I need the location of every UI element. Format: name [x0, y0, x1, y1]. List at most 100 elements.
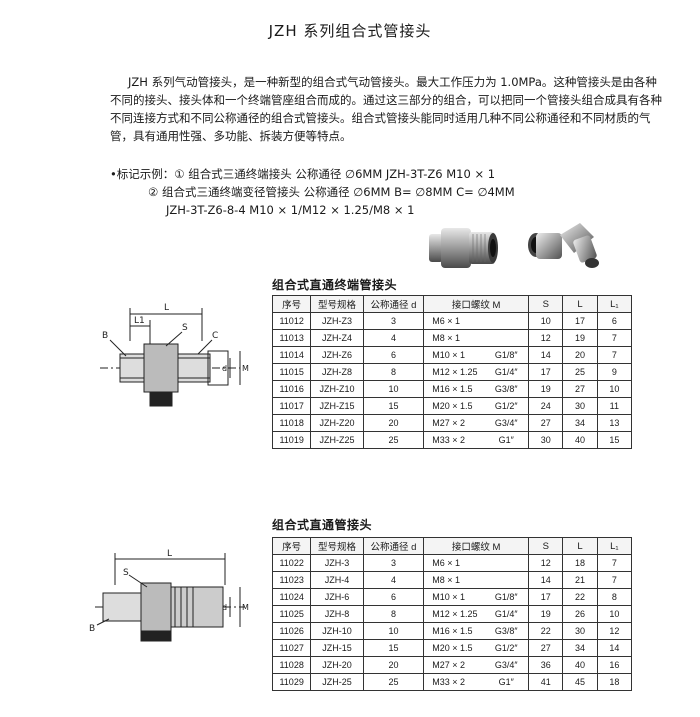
- dim-L1-label: L1: [134, 316, 145, 326]
- table-cell: 18: [596, 673, 633, 691]
- elbow-fitting-photo: [528, 223, 599, 268]
- intro-paragraph: JZH 系列气动管接头，是一种新型的组合式气动管接头。最大工作压力为 1.0MP…: [110, 73, 662, 145]
- table-cell: JZH-Z8: [310, 363, 364, 381]
- table-cell: G3/8″: [484, 622, 530, 640]
- table-cell: JZH-6: [310, 588, 364, 606]
- straight-end-fitting-drawing: L L1 B S C d M: [100, 303, 249, 407]
- table-cell: 27: [528, 414, 564, 432]
- table-cell: G3/4″: [484, 414, 530, 432]
- table-cell: 19: [528, 605, 564, 623]
- table-cell: 19: [528, 380, 564, 398]
- table-cell: 20: [362, 414, 425, 432]
- table-cell: 11027: [271, 639, 312, 657]
- table-cell: 30: [528, 431, 564, 449]
- table-cell: JZH-20: [310, 656, 364, 674]
- example-line: JZH-3T-Z6-8-4 M10 × 1/M12 × 1.25/M8 × 1: [166, 203, 415, 217]
- table-cell: 6: [362, 346, 425, 364]
- table-cell: M6 × 1: [423, 312, 485, 330]
- table-cell: JZH-Z20: [310, 414, 364, 432]
- table-cell: 12: [596, 622, 633, 640]
- col-header: L₁: [596, 295, 633, 313]
- table-cell: G1/2″: [484, 639, 530, 657]
- table-cell: 11: [596, 397, 633, 415]
- label-B: B: [102, 331, 108, 341]
- table-cell: 8: [362, 605, 425, 623]
- table-cell: 3: [362, 554, 425, 572]
- col-header: S: [528, 537, 564, 555]
- table-cell: JZH-25: [310, 673, 364, 691]
- table-cell: M10 × 1: [423, 346, 485, 364]
- table-cell: 21: [562, 571, 598, 589]
- table-cell: 30: [562, 622, 598, 640]
- table-cell: 11023: [271, 571, 312, 589]
- table-cell: 3: [362, 312, 425, 330]
- label-C: C: [212, 331, 218, 341]
- col-header: S: [528, 295, 564, 313]
- table-cell: 40: [562, 656, 598, 674]
- table-cell: 41: [528, 673, 564, 691]
- table-cell: 11012: [271, 312, 312, 330]
- table-cell: 26: [562, 605, 598, 623]
- table2-title: 组合式直通管接头: [272, 518, 373, 532]
- table-cell: G1/4″: [484, 605, 530, 623]
- label-S: S: [182, 323, 188, 333]
- table-cell: 11018: [271, 414, 312, 432]
- table-cell: 11017: [271, 397, 312, 415]
- table-cell: 18: [562, 554, 598, 572]
- table-cell: 11024: [271, 588, 312, 606]
- table-cell: G1″: [484, 673, 530, 691]
- col-header: 序号: [271, 537, 312, 555]
- table-cell: 7: [596, 554, 633, 572]
- table-cell: 12: [528, 329, 564, 347]
- intro-line: 不同连接方式和不同公称通径的组合式管接头。组合式管接头能同时适用几种不同公称通径…: [110, 111, 651, 125]
- table-cell: JZH-Z15: [310, 397, 364, 415]
- table-cell: 10: [362, 380, 425, 398]
- table-cell: 15: [362, 639, 425, 657]
- table-cell: JZH-3: [310, 554, 364, 572]
- table-cell: M27 × 2: [423, 414, 485, 432]
- table-cell: 20: [562, 346, 598, 364]
- table-cell: JZH-10: [310, 622, 364, 640]
- col-header: 型号规格: [310, 295, 364, 313]
- table-cell: G3/8″: [484, 380, 530, 398]
- table-cell: JZH-8: [310, 605, 364, 623]
- table-cell: [484, 554, 530, 572]
- table-cell: 10: [596, 605, 633, 623]
- table-cell: 14: [596, 639, 633, 657]
- table-cell: M20 × 1.5: [423, 639, 485, 657]
- table-cell: 22: [528, 622, 564, 640]
- table-cell: 25: [562, 363, 598, 381]
- table-cell: JZH-Z4: [310, 329, 364, 347]
- table-cell: 25: [362, 673, 425, 691]
- table-cell: M8 × 1: [423, 571, 485, 589]
- table-cell: 15: [596, 431, 633, 449]
- table-cell: G1″: [484, 431, 530, 449]
- table-cell: JZH-15: [310, 639, 364, 657]
- table-cell: 14: [528, 571, 564, 589]
- table-cell: 4: [362, 329, 425, 347]
- table-cell: 11025: [271, 605, 312, 623]
- straight-fitting-photo: [429, 228, 498, 268]
- marking-example: •标记示例：① 组合式三通终端接头 公称通径 ∅6MM JZH-3T-Z6 M1…: [110, 165, 670, 219]
- table-cell: G1/8″: [484, 346, 530, 364]
- table-cell: M10 × 1: [423, 588, 485, 606]
- table-cell: 17: [528, 363, 564, 381]
- table-cell: 11028: [271, 656, 312, 674]
- page-title: JZH 系列组合式管接头: [268, 22, 432, 40]
- table-cell: 6: [362, 588, 425, 606]
- col-header: L: [562, 537, 598, 555]
- table-cell: JZH-Z6: [310, 346, 364, 364]
- intro-line: 管，具有通用性强、多功能、拆装方便等特点。: [110, 129, 352, 143]
- dim-d-label: d: [222, 364, 227, 373]
- table-cell: M33 × 2: [423, 431, 485, 449]
- table-cell: 20: [362, 656, 425, 674]
